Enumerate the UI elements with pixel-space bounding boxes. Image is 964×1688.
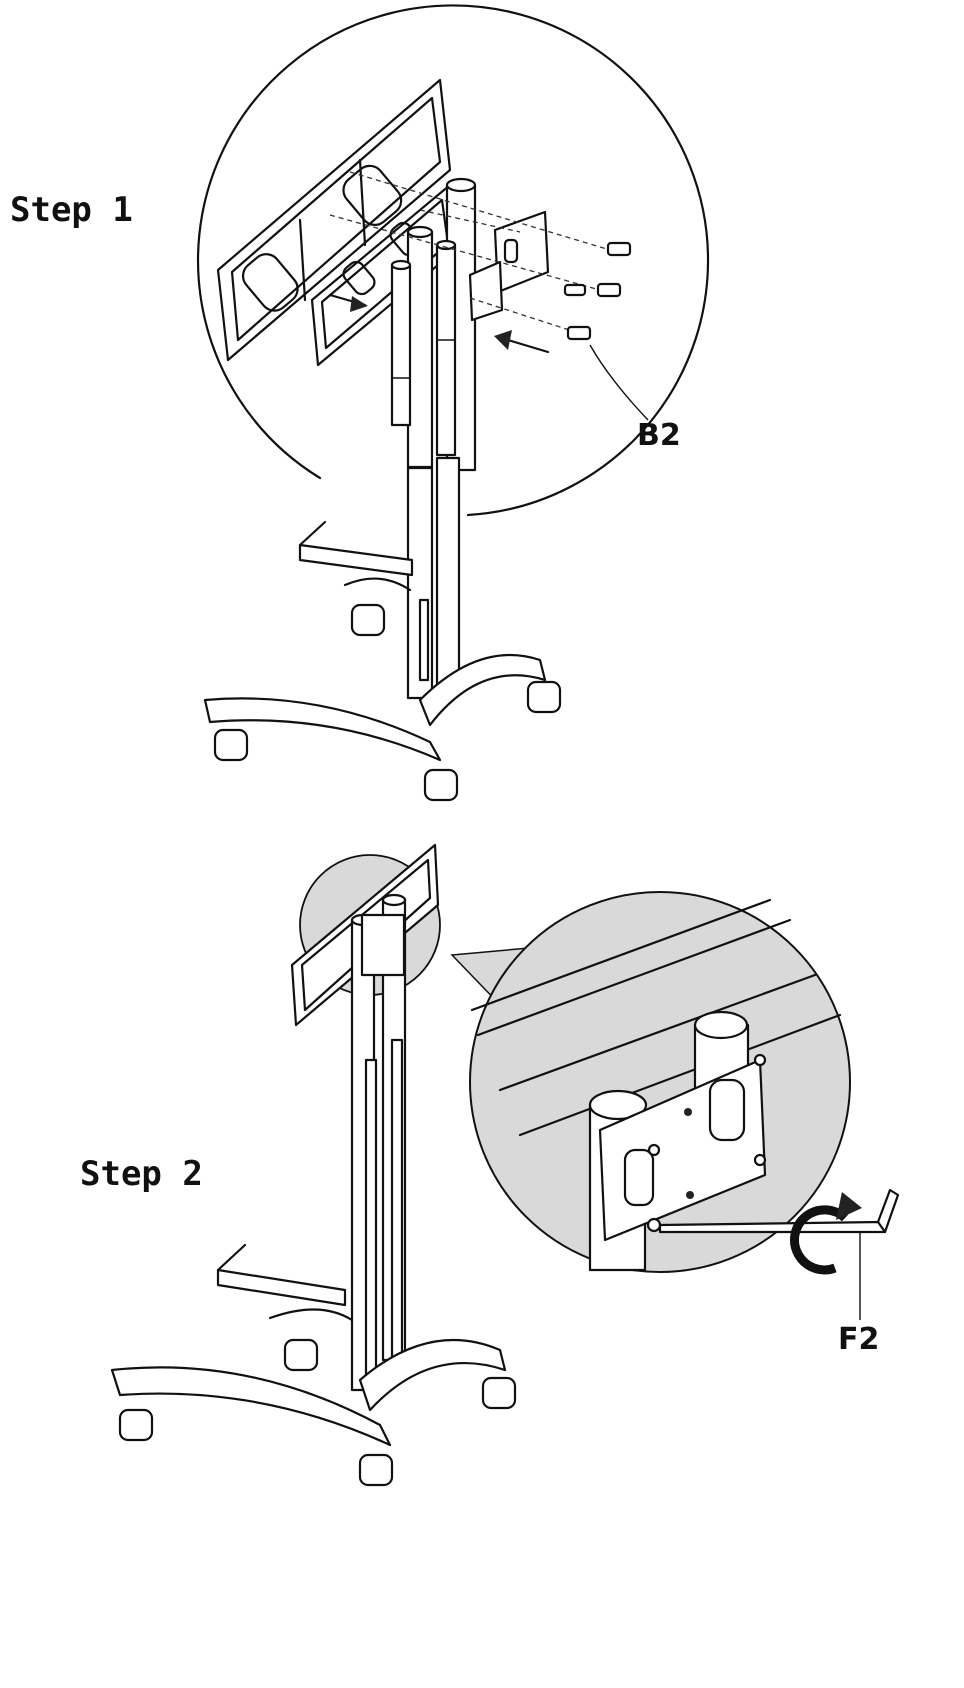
step2-stand [110, 843, 517, 1487]
step1-bracket [468, 210, 550, 322]
arrow-icon [494, 330, 550, 354]
hex-key-icon [658, 1188, 900, 1234]
step1-diagram [196, 4, 710, 802]
step2-title: Step 2 [80, 1154, 203, 1194]
arrow-icon [328, 293, 368, 312]
step2-diagram [110, 843, 900, 1487]
rotate-arrow-icon [790, 1192, 862, 1275]
bolt-icon [563, 241, 632, 341]
step1-part-label: B2 [637, 418, 681, 453]
step2-part-label: F2 [838, 1322, 880, 1357]
step1-title: Step 1 [10, 190, 133, 230]
caster-wheel [118, 1338, 517, 1487]
step1-upper-poles [390, 177, 477, 472]
caster-wheel [213, 603, 562, 802]
step1-mount-plate-large [216, 78, 452, 362]
step1-detail-circle [196, 4, 710, 517]
step1-stand [203, 456, 562, 802]
step2-detail-contents [470, 898, 842, 1272]
step1-b2-leader [589, 344, 649, 421]
